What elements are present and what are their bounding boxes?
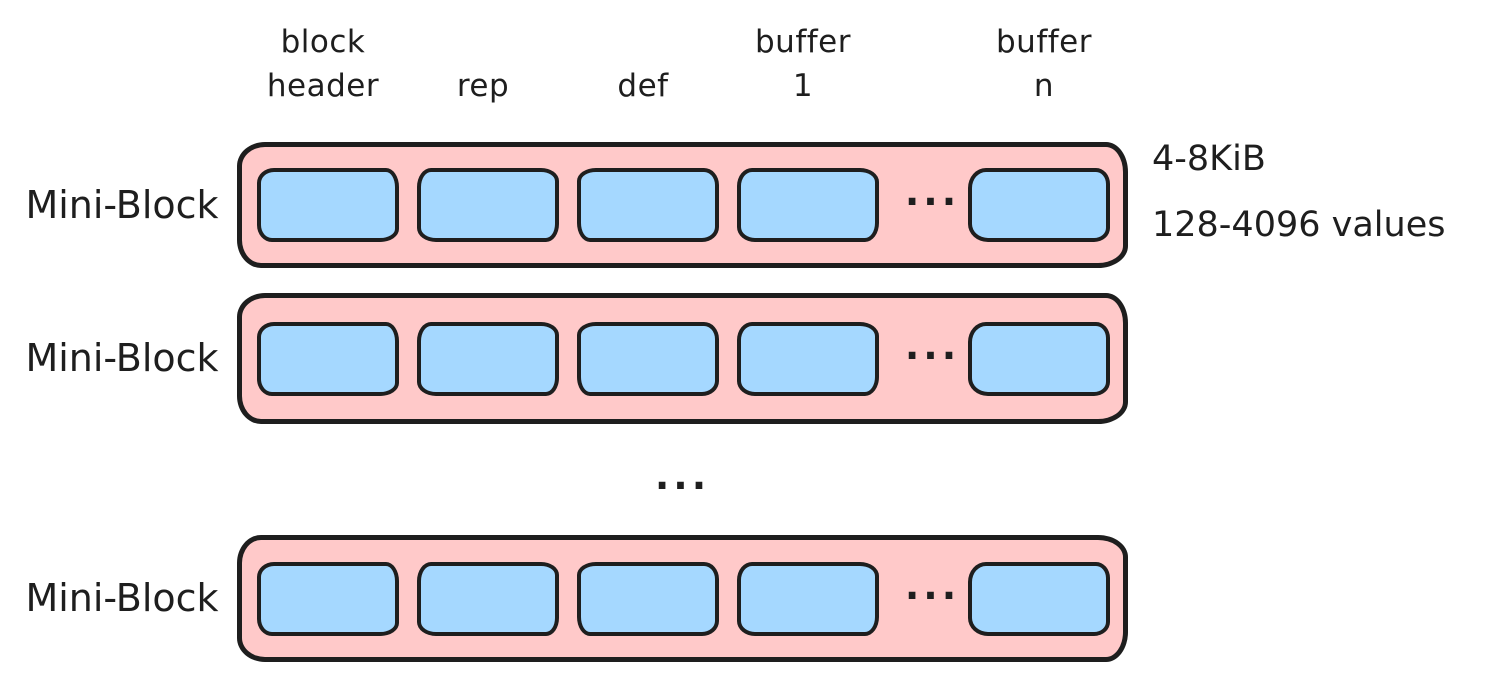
mini-block-label: Mini-Block (25, 183, 219, 227)
column-label-line: rep (456, 68, 510, 104)
mini-block-label: Mini-Block (25, 336, 219, 380)
ellipsis-dots: ... (904, 170, 961, 214)
ellipsis-dots: ... (904, 323, 961, 368)
rep-box (417, 168, 559, 242)
def-box (577, 168, 719, 242)
buffer-1-box (737, 321, 879, 396)
column-label-def: def (572, 64, 714, 108)
rep-box (417, 321, 559, 396)
buffer-1-box (737, 168, 879, 242)
row-ellipsis: ... (237, 452, 1128, 512)
mini-block-row: ... (237, 293, 1128, 424)
column-label-line: header (266, 68, 380, 104)
buffer-1-box (737, 561, 879, 636)
buffer-n-box (968, 168, 1110, 242)
mini-block-label: Mini-Block (25, 576, 219, 620)
column-label-line: def (617, 68, 669, 104)
column-label-block-header: block header (252, 20, 394, 108)
block-header-box (257, 168, 399, 242)
column-label-line: buffer (996, 24, 1092, 60)
values-annotation: 128-4096 values (1152, 205, 1446, 245)
column-labels: block header rep def buffer 1 buffer n (237, 8, 1128, 112)
block-header-box (257, 561, 399, 636)
buffer-ellipsis: ... (897, 147, 968, 263)
def-box (577, 561, 719, 636)
column-label-line: 1 (792, 68, 814, 104)
column-label-buffer-n: buffer n (973, 20, 1115, 108)
column-label-rep: rep (412, 64, 554, 108)
buffer-n-box (968, 321, 1110, 396)
def-box (577, 321, 719, 396)
column-label-line: buffer (755, 24, 851, 60)
column-label-buffer-1: buffer 1 (732, 20, 874, 108)
column-label-gap (892, 8, 973, 108)
rep-box (417, 561, 559, 636)
ellipsis-dots: ... (654, 454, 711, 498)
ellipsis-dots: ... (904, 563, 961, 608)
column-label-line: block (280, 24, 366, 60)
buffer-ellipsis: ... (897, 540, 968, 657)
buffer-ellipsis: ... (897, 298, 968, 419)
block-header-box (257, 321, 399, 396)
mini-block-row: ... (237, 142, 1128, 268)
mini-block-row: ... (237, 535, 1128, 662)
column-label-line: n (1033, 68, 1055, 104)
buffer-n-box (968, 561, 1110, 636)
size-annotation: 4-8KiB (1152, 139, 1266, 179)
